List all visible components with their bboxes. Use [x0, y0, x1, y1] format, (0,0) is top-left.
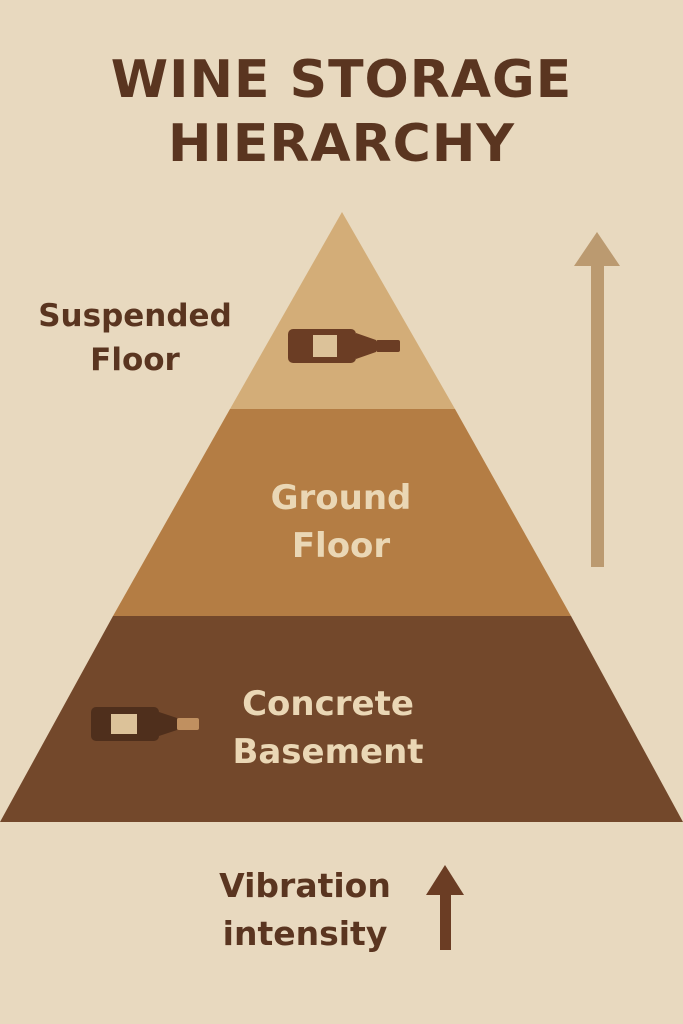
tier-top-label: Suspended Floor [20, 294, 250, 382]
up-arrow-icon [574, 232, 620, 567]
tier-bottom-shape [0, 616, 683, 822]
tier-bottom-label-line-2: Basement [232, 732, 424, 772]
tier-middle-shape [113, 409, 571, 616]
footer-label-line-1: Vibration [219, 866, 391, 905]
footer-label-line-2: intensity [222, 914, 388, 953]
tier-middle-label-line-2: Floor [291, 526, 391, 566]
tier-middle-label-line-1: Ground [270, 478, 412, 518]
tier-top-shape [230, 212, 455, 409]
tier-top-label-line-1: Suspended [38, 298, 232, 334]
title-line-1: WINE STORAGE [110, 50, 573, 110]
tier-middle-label: Ground Floor [221, 474, 461, 570]
title-line-2: HIERARCHY [167, 114, 516, 174]
wine-bottle-icon [288, 329, 400, 363]
up-arrow-icon [426, 865, 464, 950]
tier-bottom-label-line-1: Concrete [242, 684, 414, 724]
tier-top-label-line-2: Floor [90, 342, 180, 378]
diagram-title: WINE STORAGE HIERARCHY [0, 48, 683, 176]
wine-bottle-icon [91, 707, 199, 741]
tier-bottom-label: Concrete Basement [197, 680, 459, 776]
footer-label: Vibration intensity [200, 862, 410, 958]
